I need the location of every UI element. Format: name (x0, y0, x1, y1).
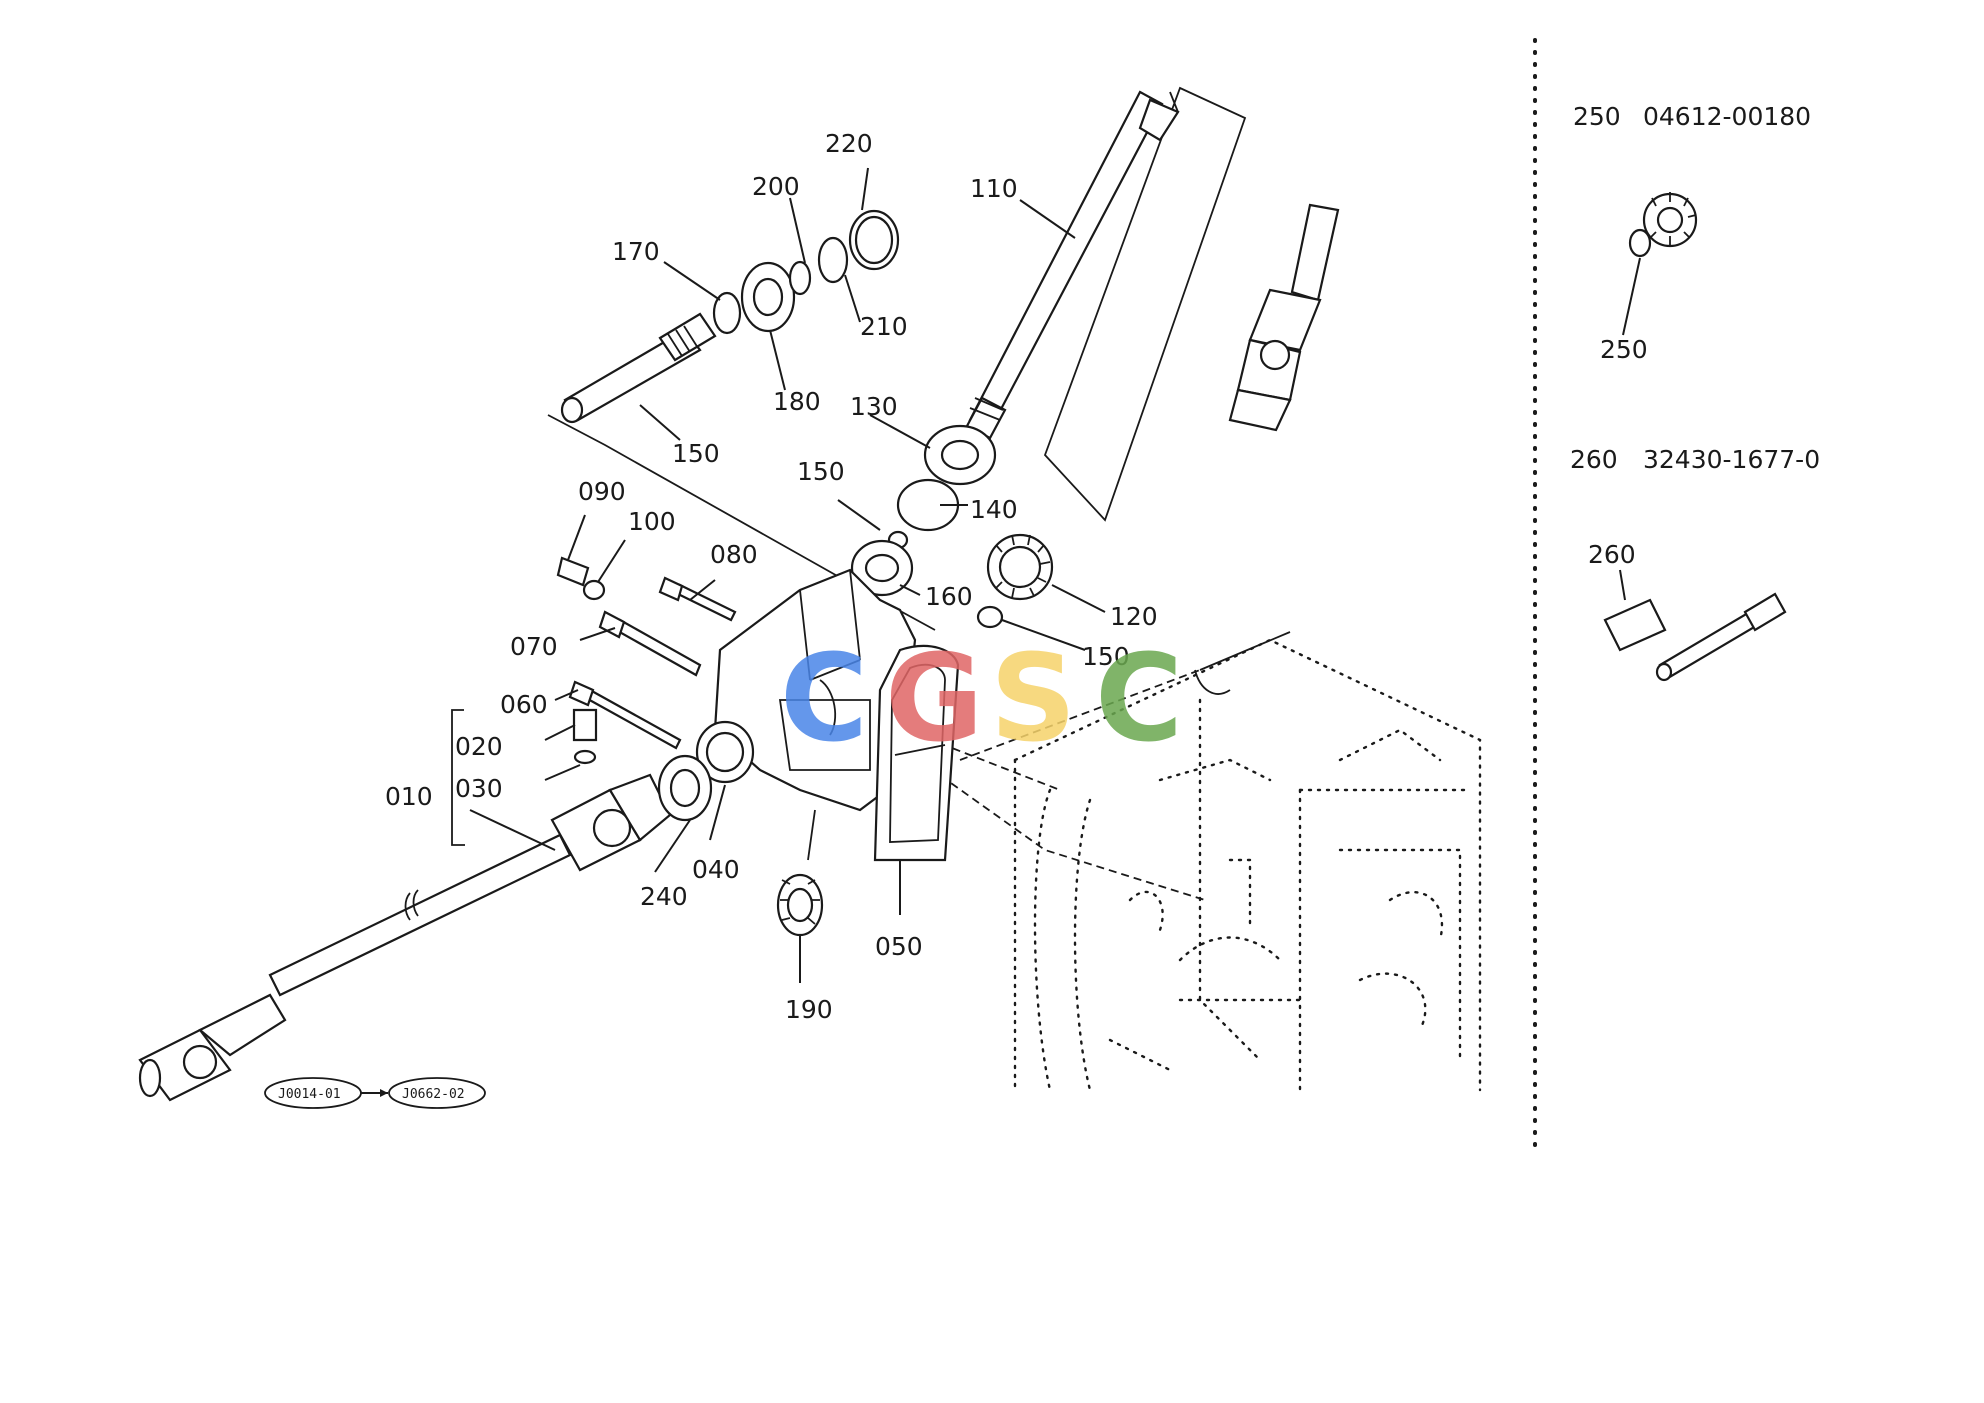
callout-110: 110 (970, 174, 1018, 203)
callout-160: 160 (925, 582, 973, 611)
transmission-housing (1013, 638, 1482, 1092)
universal-joint-upper (1228, 203, 1340, 432)
callout-040: 040 (692, 855, 740, 884)
callout-060: 060 (500, 690, 548, 719)
gear-180 (776, 809, 824, 937)
bearing-stack (850, 424, 997, 597)
shaft-260 (1603, 569, 1787, 682)
watermark-letter-1: C (780, 630, 868, 769)
callout-050: 050 (875, 932, 923, 961)
gasket-050 (873, 645, 960, 862)
steering-shaft-010 (138, 754, 713, 1102)
sidebar-callout-260: 260 (1588, 540, 1636, 569)
callout-140: 140 (970, 495, 1018, 524)
callout-080: 080 (710, 540, 758, 569)
callout-150-lower: 150 (1082, 642, 1130, 671)
callout-220: 210 (860, 312, 908, 341)
callout-010: 010 (385, 782, 433, 811)
gear-120 (976, 533, 1054, 629)
bolts (556, 556, 737, 765)
callout-150-upper: 150 (797, 457, 845, 486)
callout-070: 070 (510, 632, 558, 661)
reference-tags: J0014-01 J0662-02 (264, 1077, 486, 1109)
callout-240: 240 (640, 882, 688, 911)
shaft-110 (965, 86, 1247, 522)
callout-210: 200 (752, 172, 800, 201)
callout-labels: 220 200 110 170 210 180 130 150 150 090 … (385, 129, 1158, 1024)
callout-200: 180 (773, 387, 821, 416)
sidebar-part-250: 04612-00180 (1643, 102, 1811, 131)
sidebar-ref-250: 250 (1573, 102, 1621, 131)
callout-130: 130 (850, 392, 898, 421)
watermark-letter-2: G (885, 630, 984, 769)
sidebar: 250 04612-00180 250 260 32430-1677-0 260 (1570, 102, 1820, 682)
callout-120: 120 (1110, 602, 1158, 631)
callout-100: 100 (628, 507, 676, 536)
watermark-letter-4: C (1095, 630, 1183, 769)
callout-090: 090 (578, 477, 626, 506)
gear-250 (1622, 192, 1698, 336)
sidebar-ref-260: 260 (1570, 445, 1618, 474)
pinion-shaft-group (547, 209, 936, 631)
callout-180: 190 (785, 995, 833, 1024)
callout-230: 220 (825, 129, 873, 158)
watermark: C G S C (780, 630, 1183, 769)
callout-030: 030 (455, 774, 503, 803)
sidebar-part-260: 32430-1677-0 (1643, 445, 1820, 474)
watermark-letter-3: S (990, 630, 1076, 769)
ref-tag-1: J0014-01 (278, 1087, 341, 1102)
sidebar-callout-250: 250 (1600, 335, 1648, 364)
gear-case (695, 568, 917, 812)
ref-tag-2: J0662-02 (402, 1087, 465, 1102)
callout-170: 150 (672, 439, 720, 468)
leader-lines (451, 167, 1106, 983)
callout-020: 020 (455, 732, 503, 761)
callout-190: 170 (612, 237, 660, 266)
